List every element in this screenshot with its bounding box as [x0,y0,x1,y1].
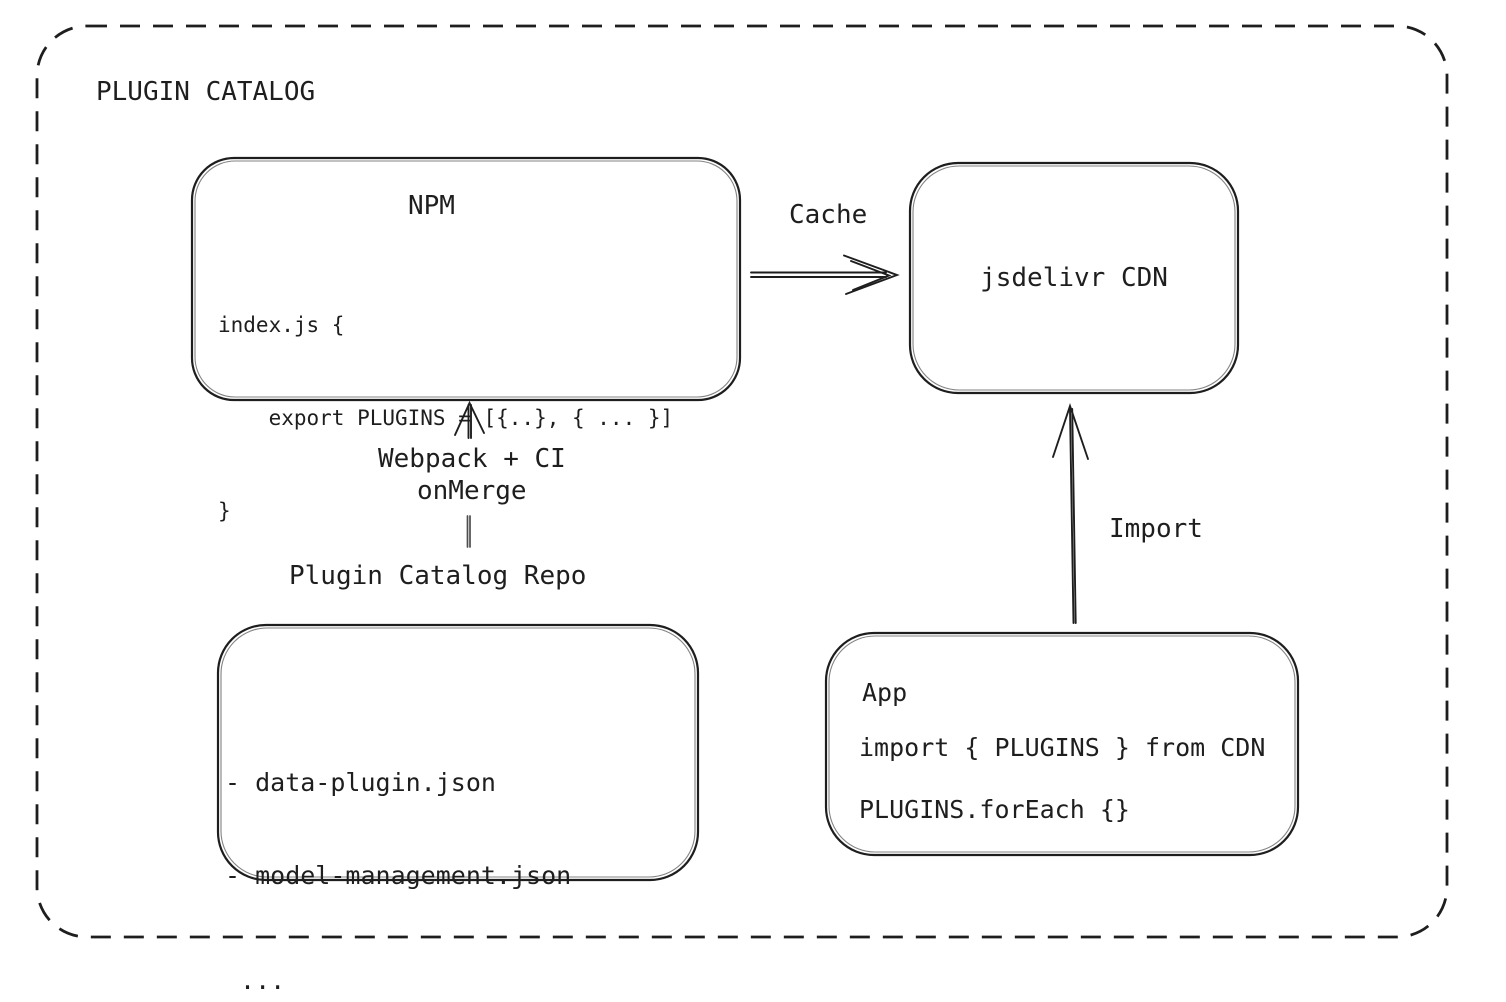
app-box [824,631,1300,857]
plugin-catalog-boundary [35,24,1449,939]
build-arrow [454,400,485,439]
repo-file-item: - data-plugin.json [225,768,496,797]
import-edge-label: Import [1109,514,1203,544]
cache-arrow [750,254,900,295]
import-arrow [1052,403,1089,624]
repo-file-item: ... [225,966,286,995]
npm-code-block: index.js { export PLUGINS = [{..}, { ...… [218,248,673,589]
repo-box-title: Plugin Catalog Repo [289,561,587,591]
build-connector-line [466,515,471,548]
diagram-title: PLUGIN CATALOG [96,77,316,107]
npm-box [190,156,742,402]
npm-code-line: export PLUGINS = [{..}, { ... }] [218,406,674,430]
npm-code-line: } [218,499,231,523]
cdn-box-label: jsdelivr CDN [980,263,1168,293]
app-code-line: PLUGINS.forEach {} [859,795,1130,824]
app-box-title: App [862,678,908,707]
cdn-box [908,161,1240,395]
build-edge-label-line2: onMerge [417,476,527,506]
repo-file-list: - data-plugin.json - model-management.js… [225,705,571,1002]
cache-edge-label: Cache [789,200,868,230]
build-edge-label-line1: Webpack + CI [378,444,566,474]
npm-box-title: NPM [408,191,455,221]
repo-file-item: - model-management.json [225,861,572,890]
npm-code-line: index.js { [218,313,345,337]
cdn-box-label-wrap: jsdelivr CDN [910,163,1238,393]
repo-box [216,623,700,882]
app-code-line: import { PLUGINS } from CDN [859,733,1266,762]
